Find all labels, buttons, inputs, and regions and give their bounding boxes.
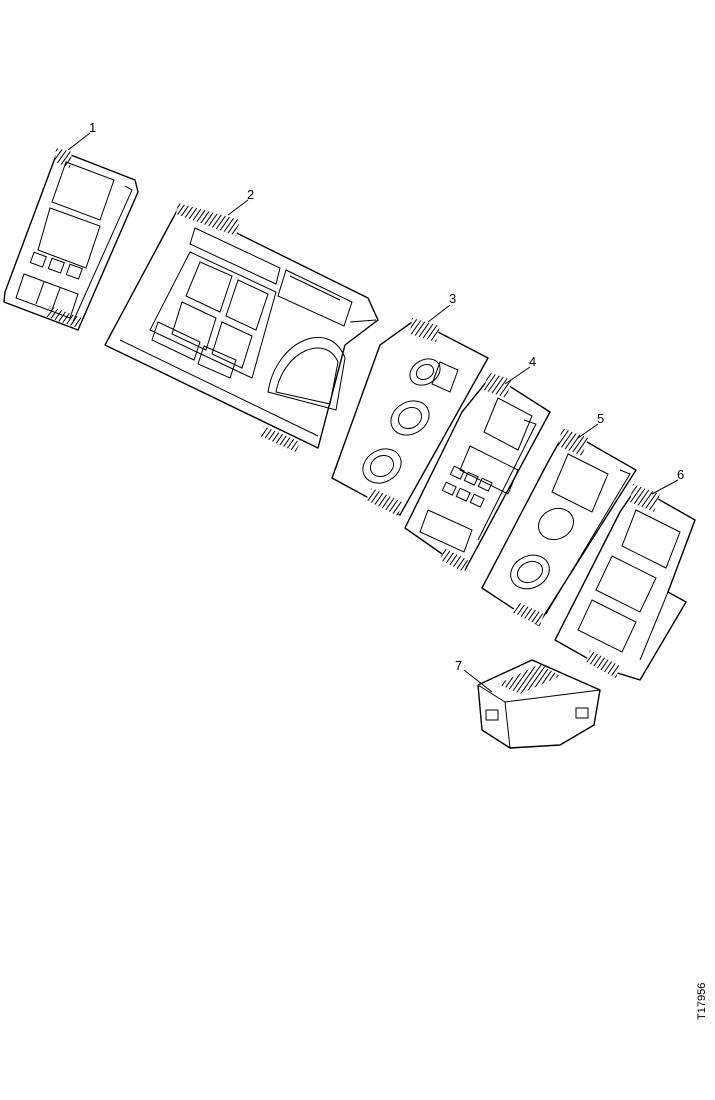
callout-7: 7 [455, 658, 493, 693]
figure-code: T17956 [696, 983, 708, 1020]
callout-label-1: 1 [89, 120, 96, 135]
callout-label-5: 5 [597, 411, 604, 426]
callout-4: 4 [504, 354, 536, 385]
callout-label-3: 3 [449, 291, 456, 306]
callout-label-4: 4 [529, 354, 536, 369]
callout-5: 5 [577, 411, 604, 439]
panel-part-5 [481, 428, 637, 626]
panel-part-1 [3, 148, 139, 331]
panel-part-2 [104, 203, 379, 452]
panel-part-3 [331, 318, 489, 516]
panel-part-6 [554, 484, 696, 681]
callout-label-6: 6 [677, 467, 684, 482]
callout-6: 6 [651, 467, 684, 495]
callout-label-2: 2 [247, 187, 254, 202]
panel-part-7 [477, 659, 601, 749]
callout-label-7: 7 [455, 658, 462, 673]
callout-3: 3 [427, 291, 456, 323]
callout-2: 2 [227, 187, 254, 216]
callout-1: 1 [67, 120, 96, 151]
panel-part-4 [404, 372, 551, 572]
